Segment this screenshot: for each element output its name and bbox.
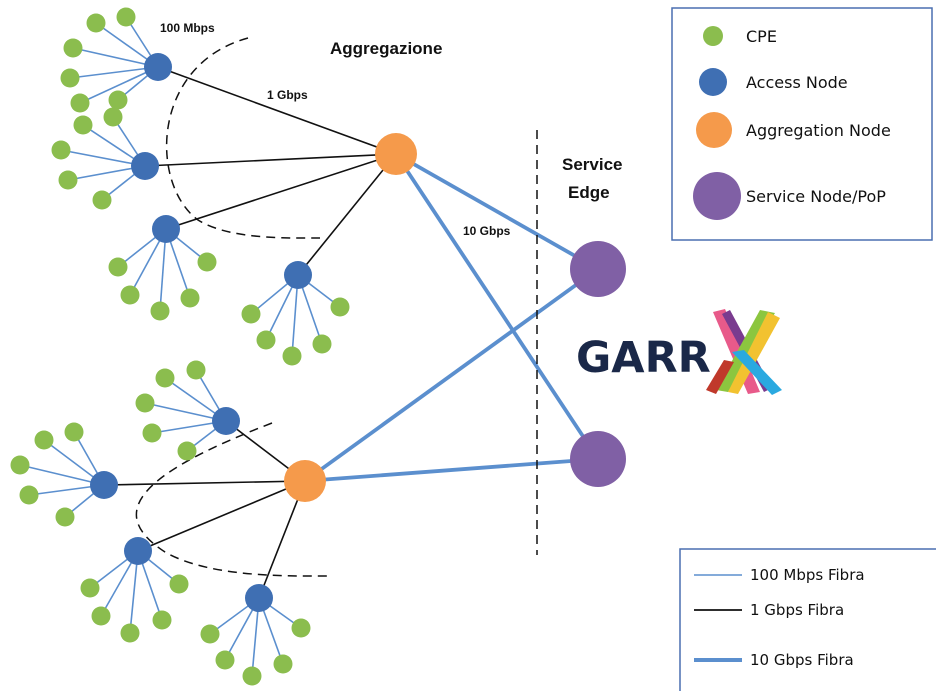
cpe-node-a1-2 <box>63 38 83 58</box>
cpe-node-a3-3 <box>180 288 200 308</box>
cpe-node-b4-2 <box>242 666 262 686</box>
cpe-node-a4-2 <box>282 346 302 366</box>
cpe-node-a1-1 <box>116 7 136 27</box>
link-100mbps-a1-3 <box>69 66 159 79</box>
garr-x-mark <box>706 309 782 395</box>
cpe-node-a1-5 <box>108 90 128 110</box>
aggregation-node-A <box>375 133 417 175</box>
cpe-node-a1-4 <box>70 93 90 113</box>
link-10gbps-B-S2 <box>304 457 599 483</box>
access-node-b3 <box>124 537 152 565</box>
nodes-layer <box>10 7 626 686</box>
legend-service-node-icon <box>693 172 741 220</box>
cpe-node-b1-1 <box>186 360 206 380</box>
cpe-node-b2-4 <box>55 507 75 527</box>
cpe-node-b2-3 <box>19 485 39 505</box>
link-1gbps-a3 <box>165 153 397 230</box>
legend-cpe-label: CPE <box>746 27 777 46</box>
legend-aggregation-node-icon <box>696 112 732 148</box>
link-10gbps-A-S2 <box>394 152 600 461</box>
aggregation-node-B <box>284 460 326 502</box>
link-1gbps-a2 <box>144 153 397 167</box>
cpe-node-b4-3 <box>273 654 293 674</box>
cpe-node-b1-0 <box>155 368 175 388</box>
access-node-a3 <box>152 215 180 243</box>
cpe-node-a3-0 <box>108 257 128 277</box>
cpe-node-a1-0 <box>86 13 106 33</box>
link-100mbps-b2-2 <box>19 464 105 486</box>
legend-service-node-label: Service Node/PoP <box>746 187 886 206</box>
legend-access-node-label: Access Node <box>746 73 848 92</box>
aggregation-boundary-bottom <box>135 422 333 577</box>
legend-links: 100 Mbps Fibra 1 Gbps Fibra 10 Gbps Fibr… <box>679 548 936 691</box>
cpe-node-b1-4 <box>177 441 197 461</box>
garr-logo-text: GARR <box>576 333 711 383</box>
cpe-node-a2-3 <box>58 170 78 190</box>
legend-cpe-icon <box>703 26 723 46</box>
boundary-dashes-layer <box>135 37 538 577</box>
cpe-node-a1-3 <box>60 68 80 88</box>
legend-links-frame <box>679 548 936 691</box>
legend-access-node-icon <box>699 68 727 96</box>
link-1gbps-b2 <box>103 480 306 486</box>
cpe-node-a4-4 <box>330 297 350 317</box>
cpe-node-a2-1 <box>103 107 123 127</box>
access-node-b1 <box>212 407 240 435</box>
cpe-node-b3-1 <box>91 606 111 626</box>
cpe-node-b4-1 <box>215 650 235 670</box>
backbone-links-layer <box>303 152 600 483</box>
cpe-node-a2-4 <box>92 190 112 210</box>
cpe-node-b4-0 <box>200 624 220 644</box>
link-10gbps-B-S1 <box>303 267 600 483</box>
access-node-a4 <box>284 261 312 289</box>
service-node-S1 <box>570 241 626 297</box>
access-node-a2 <box>131 152 159 180</box>
service-node-S2 <box>570 431 626 487</box>
legend-10gbps-label: 10 Gbps Fibra <box>750 651 854 669</box>
access-node-b2 <box>90 471 118 499</box>
label-service-edge-line1: Service <box>562 155 623 174</box>
label-10gbps: 10 Gbps <box>463 224 511 238</box>
link-100mbps-a1-2 <box>72 47 159 68</box>
legend-1gbps-label: 1 Gbps Fibra <box>750 601 844 619</box>
cpe-node-b3-4 <box>169 574 189 594</box>
label-aggregazione: Aggregazione <box>330 39 442 58</box>
garr-logo: GARR <box>576 309 782 395</box>
cpe-node-a3-1 <box>120 285 140 305</box>
link-1gbps-a1 <box>157 66 397 155</box>
cpe-node-a4-1 <box>256 330 276 350</box>
cpe-node-a4-3 <box>312 334 332 354</box>
cpe-node-a3-2 <box>150 301 170 321</box>
legend-100mbps-label: 100 Mbps Fibra <box>750 566 865 584</box>
legend-aggregation-node-label: Aggregation Node <box>746 121 891 140</box>
cpe-node-b1-3 <box>142 423 162 443</box>
legend-nodes: CPE Access Node Aggregation Node Service… <box>671 7 933 241</box>
cpe-node-a3-4 <box>197 252 217 272</box>
link-1gbps-b3 <box>137 480 306 552</box>
label-100mbps: 100 Mbps <box>160 21 215 35</box>
access-node-a1 <box>144 53 172 81</box>
cpe-node-b2-1 <box>64 422 84 442</box>
cpe-node-b2-2 <box>10 455 30 475</box>
cpe-node-a4-0 <box>241 304 261 324</box>
cpe-node-b3-3 <box>152 610 172 630</box>
cpe-node-a2-2 <box>51 140 71 160</box>
access-node-b4 <box>245 584 273 612</box>
link-100mbps-a2-2 <box>60 149 146 167</box>
cpe-node-b3-0 <box>80 578 100 598</box>
link-10gbps-A-S1 <box>395 152 599 271</box>
aggregation-boundary-top <box>165 37 321 239</box>
access-links-layer <box>103 66 397 599</box>
cpe-node-b3-2 <box>120 623 140 643</box>
cpe-node-b2-0 <box>34 430 54 450</box>
link-1gbps-a4 <box>297 153 397 276</box>
cpe-node-a2-0 <box>73 115 93 135</box>
label-1gbps: 1 Gbps <box>267 88 308 102</box>
link-100mbps-a1-4 <box>79 66 159 104</box>
cpe-node-b1-2 <box>135 393 155 413</box>
label-service-edge-line2: Edge <box>568 183 610 202</box>
cpe-node-b4-4 <box>291 618 311 638</box>
